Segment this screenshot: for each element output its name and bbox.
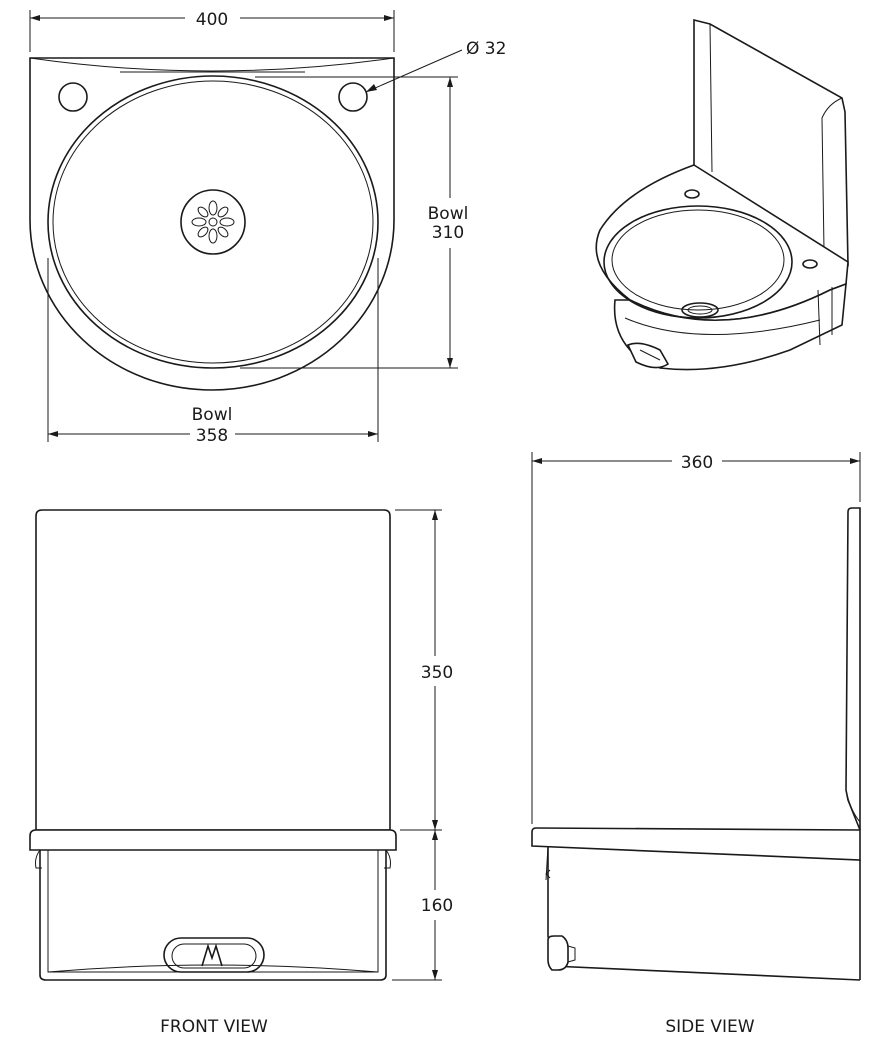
basin-outline [29,57,395,391]
basin-rim [29,57,395,72]
front-view-caption: FRONT VIEW [160,1017,268,1037]
dimension-upstand-height: 350 [395,509,453,831]
dimension-bowl-depth: Bowl 310 [240,76,469,369]
dimension-depth-label: 360 [681,453,713,473]
side-view-caption: SIDE VIEW [665,1017,754,1037]
dimension-depth: 360 [531,452,861,824]
tap-hole-right [338,82,368,112]
dimension-hole: Ø 32 [365,39,506,93]
isometric-view [595,18,849,371]
dimension-hole-label: Ø 32 [466,39,506,59]
front-upstand [35,509,391,831]
bowl-outer [47,75,379,369]
front-control-icon [163,937,265,973]
waste-icon [180,189,246,255]
dimension-bowl-width-label-1: Bowl [192,405,233,425]
top-view: 400 Ø 32 Bowl 310 Bowl 3 [29,10,506,446]
front-view: 350 160 FRONT VIEW [29,509,453,1037]
dimension-width-label: 400 [196,10,228,30]
dimension-bowl-height: 160 [392,830,453,981]
dimension-width: 400 [29,10,395,52]
bowl-inner [52,80,374,364]
dimension-bowl-height-label: 160 [421,896,453,916]
dimension-bowl-depth-label-1: Bowl [428,204,469,224]
tap-hole-left [58,82,88,112]
dimension-bowl-width-label-2: 358 [196,426,228,446]
side-view: 360 SIDE VIEW [531,452,861,1037]
dimension-bowl-depth-label-2: 310 [432,223,464,243]
dimension-bowl-width: Bowl 358 [47,258,379,446]
dimension-upstand-height-label: 350 [421,663,453,683]
